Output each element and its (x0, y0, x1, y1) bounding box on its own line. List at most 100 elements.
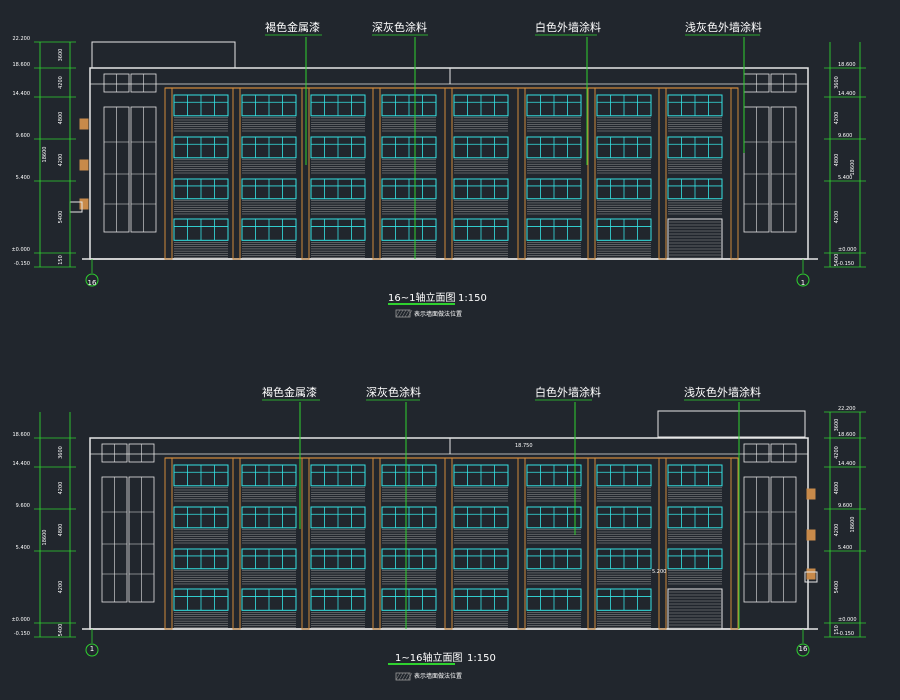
legend-hatch (398, 309, 404, 318)
grid-bubble-label-right: 1 (801, 279, 805, 287)
legend-hatch (398, 672, 404, 681)
grid-bubble-label-left: 1 (90, 645, 94, 653)
total-dimension-label: 18600 (850, 517, 856, 533)
dimension-label: 3600 (58, 446, 64, 459)
dimension-label: 5400 (58, 211, 64, 224)
ac-unit (79, 118, 89, 130)
level-label: 5.400 (838, 175, 852, 181)
total-dimension-label: 18600 (42, 147, 48, 163)
callout-dark-grey-paint: 深灰色涂料 (372, 20, 427, 34)
level-label: 22.200 (13, 36, 31, 42)
dimension-label: 5400 (58, 624, 64, 637)
dimension-label: 3600 (834, 419, 840, 432)
callout-dark-grey-paint: 深灰色涂料 (366, 385, 421, 399)
level-label: 18.600 (838, 62, 856, 68)
grid-bubble-label-right: 16 (799, 645, 808, 653)
legend-hatch (404, 672, 410, 681)
level-label: 18.600 (838, 432, 856, 438)
level-label: 9.600 (16, 503, 30, 509)
level-label: 9.600 (838, 503, 852, 509)
elevation-1-16: 18.600 14.400 9.600 5.400 ±0.000 -0.150 3600 42… (11, 399, 866, 681)
dimension-label: 4200 (834, 211, 840, 224)
dimension-label: 4200 (834, 112, 840, 125)
callout-light-grey-exterior-paint: 浅灰色外墙涂料 (685, 20, 762, 34)
total-dimension-label: 18600 (42, 530, 48, 546)
level-label: 14.400 (13, 461, 31, 467)
level-label: 9.600 (838, 133, 852, 139)
dimension-label: 4200 (58, 581, 64, 594)
elevation-title: 16~1轴立面图 (388, 291, 455, 304)
level-label: 14.400 (13, 91, 31, 97)
grid-bubble (85, 643, 99, 657)
callout-brown-metal-paint: 褐色金属漆 (265, 20, 320, 34)
roof-penthouse (657, 410, 806, 438)
level-label: -0.150 (838, 631, 854, 637)
legend-hatch (407, 309, 413, 318)
dimension-label: 4200 (58, 154, 64, 167)
level-label: 14.400 (838, 91, 856, 97)
dimension-label: 5400 (834, 581, 840, 594)
dimension-label: 150 (834, 625, 840, 635)
grid-bubble (796, 273, 810, 287)
dimension-label: 3600 (58, 49, 64, 62)
level-label: 5.400 (16, 175, 30, 181)
rolling-door (667, 588, 723, 630)
dimension-label: 5400 (834, 254, 840, 267)
dimension-label: 4800 (834, 482, 840, 495)
elevation-title: 1~16轴立面图 (395, 651, 462, 664)
callout-white-exterior-paint: 白色外墙涂料 (535, 385, 601, 399)
level-label: ±0.000 (11, 617, 30, 623)
rolling-door (667, 218, 723, 260)
elevation-16-1: 22.200 18.600 14.400 9.600 5.400 ±0.000 -0.150… (11, 34, 866, 318)
ac-unit (79, 159, 89, 171)
level-label: 14.400 (838, 461, 856, 467)
level-label: 5.400 (16, 545, 30, 551)
level-label: -0.150 (14, 261, 30, 267)
door-level-label: 5.200 (652, 569, 666, 575)
callout-light-grey-exterior-paint: 浅灰色外墙涂料 (684, 385, 761, 399)
legend-hatch (401, 309, 407, 318)
level-label: 18.600 (13, 62, 31, 68)
dimension-label: 4200 (58, 76, 64, 89)
legend-hatch (395, 309, 401, 318)
dimension-label: 4200 (834, 524, 840, 537)
grid-bubble (85, 273, 99, 287)
dimension-label: 4200 (834, 446, 840, 459)
legend-hatch (404, 309, 410, 318)
level-label: 5.400 (838, 545, 852, 551)
legend-hatch (407, 672, 413, 681)
dimension-label: 3600 (834, 76, 840, 89)
grid-bubble (796, 643, 810, 657)
legend-text: 表示墙面做法位置 (414, 310, 462, 318)
parapet-level-label: 18.750 (515, 443, 533, 449)
level-label: ±0.000 (838, 617, 857, 623)
level-label: ±0.000 (838, 247, 857, 253)
level-label: 18.600 (13, 432, 31, 438)
callout-brown-metal-paint: 褐色金属漆 (262, 385, 317, 399)
legend-hatch (401, 672, 407, 681)
level-label: 22.200 (838, 406, 856, 412)
level-label: ±0.000 (11, 247, 30, 253)
canopy-box (804, 571, 818, 583)
dimension-label: 4200 (58, 482, 64, 495)
dimension-label: 4800 (58, 524, 64, 537)
level-label: -0.150 (838, 261, 854, 267)
ac-unit (79, 198, 89, 210)
callout-white-exterior-paint: 白色外墙涂料 (535, 20, 601, 34)
ac-unit (806, 529, 816, 541)
dimension-label: 4800 (58, 112, 64, 125)
ac-unit (806, 568, 816, 580)
elevation-scale: 1:150 (467, 653, 496, 664)
dimension-label: 4800 (834, 154, 840, 167)
grid-bubble-label-left: 16 (88, 279, 97, 287)
level-label: 9.600 (16, 133, 30, 139)
dimension-label: 150 (58, 255, 64, 265)
ac-unit (806, 488, 816, 500)
level-label: -0.150 (14, 631, 30, 637)
elevation-scale: 1:150 (458, 293, 487, 304)
legend-hatch (395, 672, 401, 681)
total-dimension-label: 18600 (850, 160, 856, 176)
legend-text: 表示墙面做法位置 (414, 672, 462, 680)
